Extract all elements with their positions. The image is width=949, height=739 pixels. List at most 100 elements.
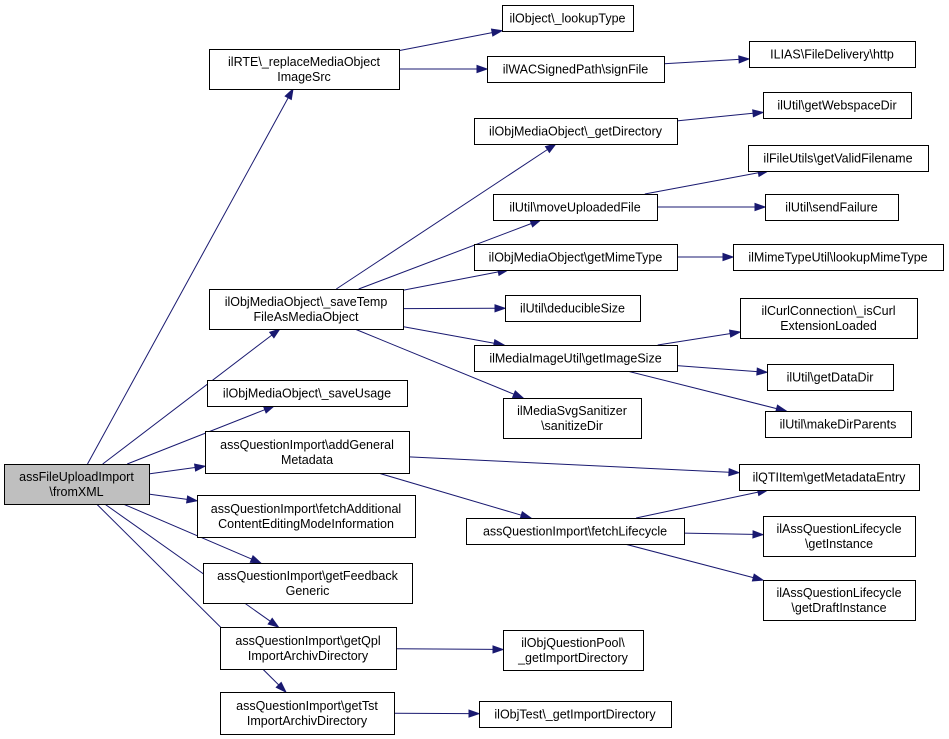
edge-arrowhead [490,28,504,37]
edge-root-to-n-rte [87,87,294,465]
edge-n-imagesize-to-n-datadir [676,365,769,376]
edge-arrowhead [752,530,765,539]
node-label: ILIAS\FileDelivery\http [770,48,894,62]
node-ilassquestionlifecycle-getinstance[interactable]: ilAssQuestionLifecycle\getInstance [763,516,916,557]
node-box [474,118,678,145]
node-box [765,194,899,221]
node-assquestionimport-fetchadditional-contenteditingmodeinformation[interactable]: assQuestionImport\fetchAdditionalContent… [197,495,416,538]
node-ilqtiitem-getmetadataentry[interactable]: ilQTIItem\getMetadataEntry [739,464,920,491]
node-label: ilQTIItem\getMetadataEntry [753,471,907,485]
node-box [474,244,678,271]
edge-n-tst-to-n-testimport [393,709,481,718]
node-label: Generic [286,584,330,598]
edge-line [358,223,532,290]
node-box [209,49,400,90]
edge-arrowhead [275,681,287,694]
node-ilobjmediaobject-getmimetype[interactable]: ilObjMediaObject\getMimeType [474,244,678,271]
edge-arrowhead [262,405,276,414]
node-box [763,92,912,119]
node-label: ilUtil\sendFailure [785,201,877,215]
node-box [763,516,916,557]
edge-n-qpl-to-n-poolimport [395,645,505,654]
node-assquestionimport-fetchlifecycle[interactable]: assQuestionImport\fetchLifecycle [466,518,685,545]
edge-n-imagesize-to-n-makedir [627,370,788,413]
edge-line [683,532,754,535]
edge-n-savetemp-to-n-imagesize [402,326,506,348]
edge-line [102,334,273,465]
node-label: ilUtil\moveUploadedFile [509,201,640,215]
node-assfileuploadimport-fromxml[interactable]: assFileUploadImport\fromXML [4,464,150,505]
edge-line [402,271,499,291]
node-label: ilRTE\_replaceMediaObject [228,55,380,69]
node-label: ImportArchivDirectory [248,649,369,663]
edge-arrowhead [756,367,769,376]
node-ilutil-moveuploadedfile[interactable]: ilUtil\moveUploadedFile [493,194,658,221]
edge-arrowhead [249,554,263,564]
node-label: ilFileUtils\getValidFilename [763,152,912,166]
node-assquestionimport-gettst-importarchivdirectory[interactable]: assQuestionImport\getTstImportArchivDire… [220,692,395,735]
node-ilutil-getwebspacedir[interactable]: ilUtil\getWebspaceDir [763,92,912,119]
node-box [749,41,916,68]
node-label: assFileUploadImport [19,470,134,484]
node-assquestionimport-getqpl-importarchivdirectory[interactable]: assQuestionImport\getQplImportArchivDire… [220,627,397,670]
node-box [197,495,416,538]
node-ilmediaimageutil-getimagesize[interactable]: ilMediaImageUtil\getImageSize [474,345,678,372]
edge-n-moveuploaded-to-n-validfilename [644,168,770,195]
node-box [220,627,397,670]
node-ilutil-sendfailure[interactable]: ilUtil\sendFailure [765,194,899,221]
node-ilobjtest-getimportdirectory[interactable]: ilObjTest\_getImportDirectory [479,701,672,728]
edge-arrowhead [284,87,294,101]
edge-arrowhead [752,109,765,118]
edge-n-rte-to-n-objlookup [398,28,504,52]
edge-line [624,543,754,579]
node-box [207,380,408,407]
node-ilobjmediaobject-savetemp-fileasmediaobject[interactable]: ilObjMediaObject\_saveTempFileAsMediaObj… [209,289,404,330]
edge-arrowhead [728,329,742,338]
node-ilobjmediaobject-getdirectory[interactable]: ilObjMediaObject\_getDirectory [474,118,678,145]
node-label: \getDraftInstance [791,601,886,615]
node-box [203,563,413,604]
edge-arrowhead [738,55,751,64]
edge-arrowhead [511,390,525,399]
node-ilutil-makedirparents[interactable]: ilUtil\makeDirParents [765,411,912,438]
edge-arrowhead [476,64,489,74]
edge-n-addgeneral-to-n-metadataentry [408,456,741,477]
node-label: ImportArchivDirectory [247,714,368,728]
node-ilmediasvgsanitizer-sanitizedir[interactable]: ilMediaSvgSanitizer\sanitizeDir [503,398,642,439]
node-box [503,398,642,439]
node-label: ilUtil\makeDirParents [780,418,897,432]
node-label: ilObjMediaObject\_saveTemp [225,295,388,309]
node-ilobjmediaobject-saveusage[interactable]: ilObjMediaObject\_saveUsage [207,380,408,407]
edge-arrowhead [728,467,741,477]
node-label: \getInstance [805,537,873,551]
node-box [4,464,150,505]
edge-arrowhead [492,645,505,654]
node-ilassquestionlifecycle-getdraftinstance[interactable]: ilAssQuestionLifecycle\getDraftInstance [763,580,916,621]
edge-line [354,328,515,395]
edge-n-fetchlifecycle-to-n-lc-getinstance [683,530,765,539]
node-ilfileutils-getvalidfilename[interactable]: ilFileUtils\getValidFilename [748,145,929,172]
node-box [767,364,894,391]
node-ilias-filedelivery-http[interactable]: ILIAS\FileDelivery\http [749,41,916,68]
node-ilutil-getdatadir[interactable]: ilUtil\getDataDir [767,364,894,391]
edge-arrowhead [268,328,282,339]
node-label: ImageSrc [277,70,331,84]
node-ilobjquestionpool-getimportdirectory[interactable]: ilObjQuestionPool\_getImportDirectory [503,630,644,671]
node-ilobject-lookuptype[interactable]: ilObject\_lookupType [502,5,634,32]
node-label: assQuestionImport\getQpl [235,634,380,648]
edge-arrowhead [494,304,507,313]
node-ilmimetypeutil-lookupmimetype[interactable]: ilMimeTypeUtil\lookupMimeType [733,244,944,271]
edge-arrowhead [775,404,788,413]
edge-line [635,491,759,519]
node-label: ilObject\_lookupType [509,12,625,26]
node-label: assQuestionImport\fetchAdditional [211,502,401,516]
node-label: assQuestionImport\getFeedback [217,569,398,583]
node-box [503,630,644,671]
node-ilutil-deduciblesize[interactable]: ilUtil\deducibleSize [505,295,641,322]
edge-arrowhead [751,573,765,582]
node-ilwacsignedpath-signfile[interactable]: ilWACSignedPath\signFile [487,56,665,83]
